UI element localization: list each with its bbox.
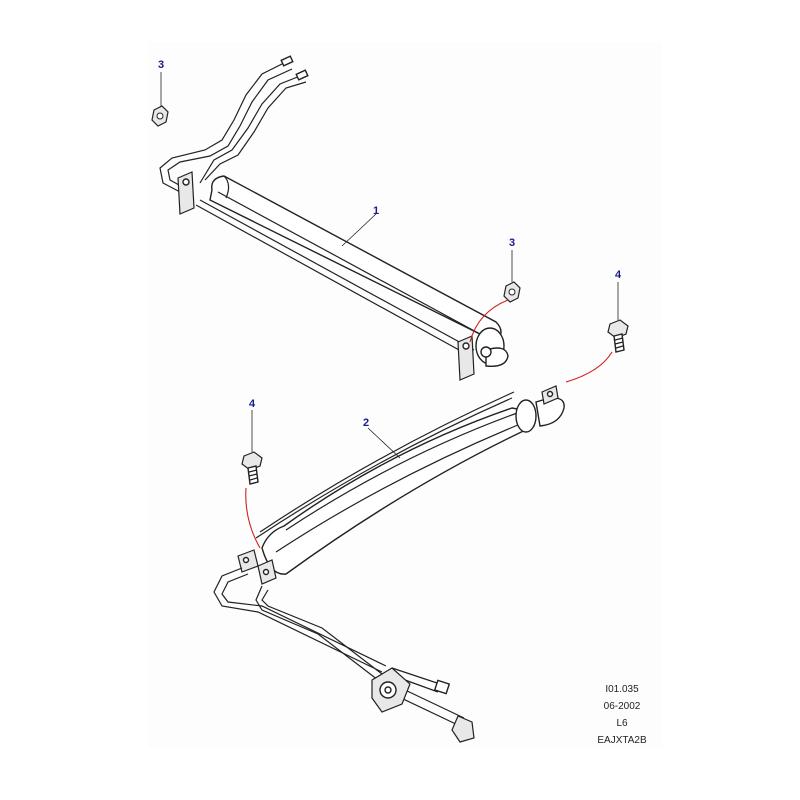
leader-lines <box>160 72 619 459</box>
diagram-model: L6 <box>616 718 628 729</box>
callout-3-mid: 3 <box>509 237 515 249</box>
nut-part-3-mid <box>503 281 521 303</box>
callout-4-left: 4 <box>249 398 256 410</box>
diagram-ref: I01.035 <box>605 684 639 695</box>
callout-3-top: 3 <box>158 59 164 71</box>
diagram-date: 06-2002 <box>604 701 641 712</box>
bolt-part-4-left <box>241 451 263 485</box>
red-leader-lines <box>245 299 613 549</box>
info-block: I01.035 06-2002 L6 EAJXTA2B <box>597 684 647 746</box>
cooler-assembly-lower <box>213 385 565 743</box>
bolt-part-4-right <box>607 319 629 353</box>
cooler-assembly-upper <box>159 55 509 381</box>
callout-4-right: 4 <box>615 269 622 281</box>
diagram-frame <box>148 42 662 748</box>
callout-1: 1 <box>373 205 379 217</box>
callout-2: 2 <box>363 417 369 429</box>
nut-part-3-top <box>151 105 169 127</box>
diagram-code: EAJXTA2B <box>597 735 647 746</box>
